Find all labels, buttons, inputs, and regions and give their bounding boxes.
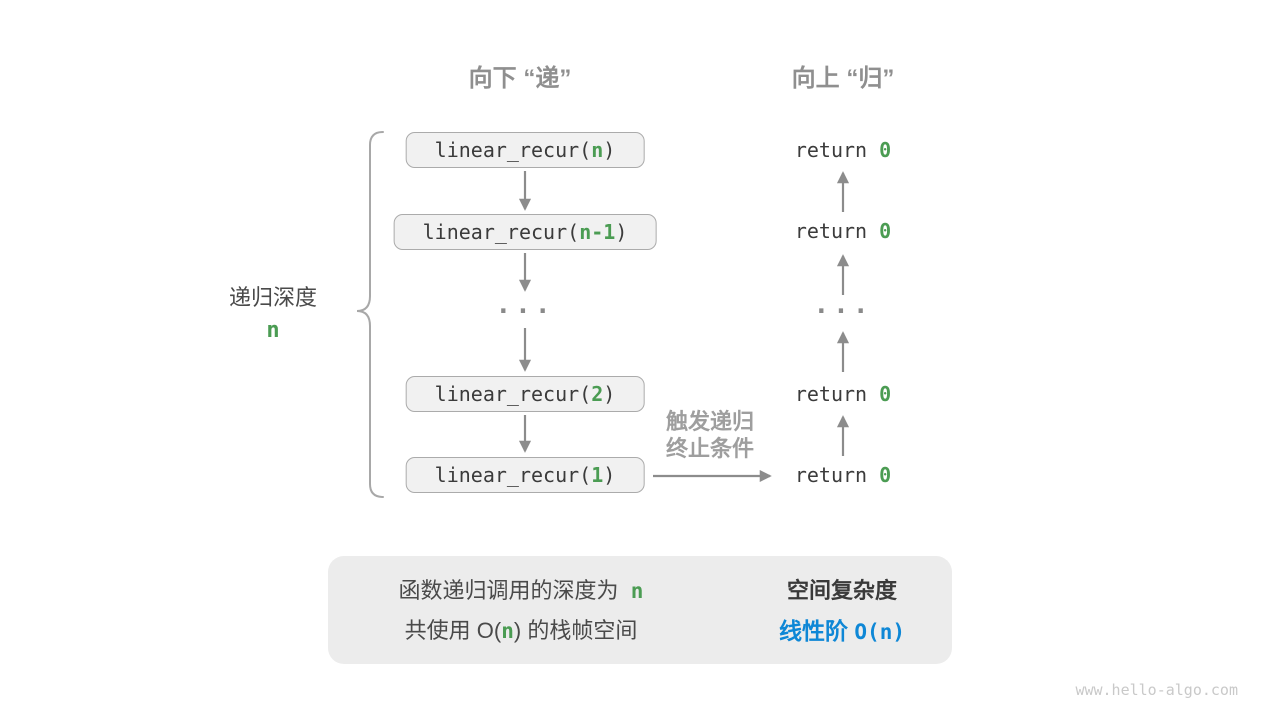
recursion-depth-brace-icon bbox=[356, 131, 384, 498]
stack-ellipsis: ... bbox=[495, 290, 555, 320]
summary-depth-value: n bbox=[630, 579, 644, 603]
call-arg: n-1 bbox=[579, 220, 616, 244]
return-value: 0 bbox=[879, 138, 892, 162]
return-value: 0 bbox=[879, 463, 892, 487]
call-frame-box: linear_recur(2) bbox=[405, 376, 645, 412]
call-arg: n bbox=[591, 138, 604, 162]
recursion-depth-value: n bbox=[266, 318, 280, 343]
call-arg: 1 bbox=[591, 463, 604, 487]
call-frame-code: linear_recur(n) bbox=[434, 138, 616, 162]
summary-line2: 共使用 O(n) 的栈帧空间 bbox=[404, 618, 638, 643]
call-frame-box: linear_recur(n-1) bbox=[393, 214, 657, 250]
base-case-line2: 终止条件 bbox=[665, 436, 755, 461]
return-value: 0 bbox=[879, 382, 892, 406]
return-value: 0 bbox=[879, 219, 892, 243]
return-ellipsis: ... bbox=[813, 290, 873, 320]
call-frame-box: linear_recur(1) bbox=[405, 457, 645, 493]
call-frame-code: linear_recur(2) bbox=[434, 382, 616, 406]
space-complexity-result: 线性阶 O(n) bbox=[779, 618, 905, 644]
header-downward-recurse: 向下 “递” bbox=[468, 65, 572, 92]
recursion-depth-label: 递归深度 bbox=[228, 285, 317, 310]
summary-line1: 函数递归调用的深度为 n bbox=[398, 578, 644, 603]
call-arg: 2 bbox=[591, 382, 604, 406]
summary-box: 函数递归调用的深度为 n 共使用 O(n) 的栈帧空间 空间复杂度 线性阶 O(… bbox=[328, 556, 952, 664]
summary-bigO-value: n bbox=[501, 619, 514, 643]
call-frame-code: linear_recur(1) bbox=[434, 463, 616, 487]
call-frame-box: linear_recur(n) bbox=[405, 132, 645, 168]
call-frame-code: linear_recur(n-1) bbox=[422, 220, 628, 244]
watermark: www.hello-algo.com bbox=[1075, 681, 1238, 699]
complexity-notation: O(n) bbox=[854, 620, 905, 644]
space-complexity-title: 空间复杂度 bbox=[786, 578, 898, 603]
base-case-label: 触发递归 终止条件 bbox=[666, 408, 754, 462]
base-case-line1: 触发递归 bbox=[665, 409, 755, 434]
header-upward-return: 向上 “归” bbox=[791, 65, 895, 92]
